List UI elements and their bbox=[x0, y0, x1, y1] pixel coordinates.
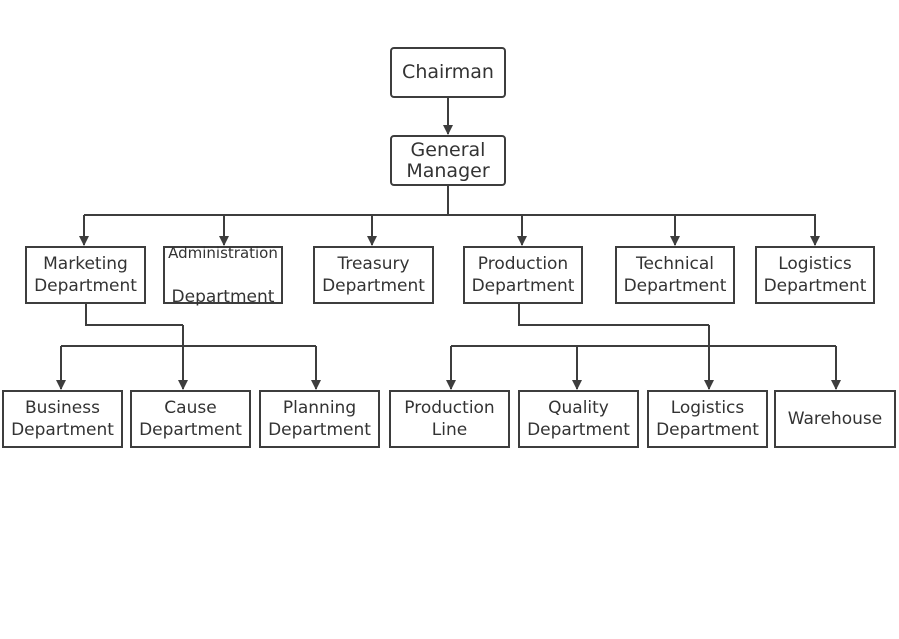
node-chairman-label: Chairman bbox=[402, 61, 494, 83]
node-production-line: Production Line bbox=[389, 390, 510, 448]
node-treasury-department: Treasury Department bbox=[313, 246, 434, 304]
node-logistics-department: Logistics Department bbox=[755, 246, 875, 304]
node-technical-department: Technical Department bbox=[615, 246, 735, 304]
node-logistics-unit-department: Logistics Department bbox=[647, 390, 768, 448]
node-planning-department: Planning Department bbox=[259, 390, 380, 448]
node-production-line-label: Production Line bbox=[404, 398, 495, 440]
node-administration-line2: Department bbox=[171, 287, 275, 307]
node-administration-department-label: Administration Department bbox=[168, 220, 278, 330]
node-planning-department-label: Planning Department bbox=[268, 398, 371, 440]
node-marketing-department-label: Marketing Department bbox=[34, 254, 137, 296]
node-chairman: Chairman bbox=[390, 47, 506, 98]
node-quality-department: Quality Department bbox=[518, 390, 639, 448]
node-cause-department-label: Cause Department bbox=[139, 398, 242, 440]
node-marketing-department: Marketing Department bbox=[25, 246, 146, 304]
node-technical-department-label: Technical Department bbox=[623, 254, 727, 296]
node-logistics-department-label: Logistics Department bbox=[763, 254, 867, 296]
node-quality-department-label: Quality Department bbox=[527, 398, 630, 440]
connector-production-trunk bbox=[518, 304, 709, 326]
node-business-department-label: Business Department bbox=[11, 398, 114, 440]
connector-marketing-trunk bbox=[85, 304, 183, 326]
node-general-manager: General Manager bbox=[390, 135, 506, 186]
node-administration-line1: Administration bbox=[168, 244, 278, 262]
node-production-department: Production Department bbox=[463, 246, 583, 304]
node-warehouse: Warehouse bbox=[774, 390, 896, 448]
node-treasury-department-label: Treasury Department bbox=[322, 254, 425, 296]
node-production-department-label: Production Department bbox=[471, 254, 575, 296]
node-business-department: Business Department bbox=[2, 390, 123, 448]
node-general-manager-label: General Manager bbox=[406, 138, 490, 182]
node-warehouse-label: Warehouse bbox=[787, 409, 883, 429]
node-administration-department: Administration Department bbox=[163, 244, 283, 307]
node-logistics-unit-department-label: Logistics Department bbox=[656, 398, 759, 440]
node-cause-department: Cause Department bbox=[130, 390, 251, 448]
